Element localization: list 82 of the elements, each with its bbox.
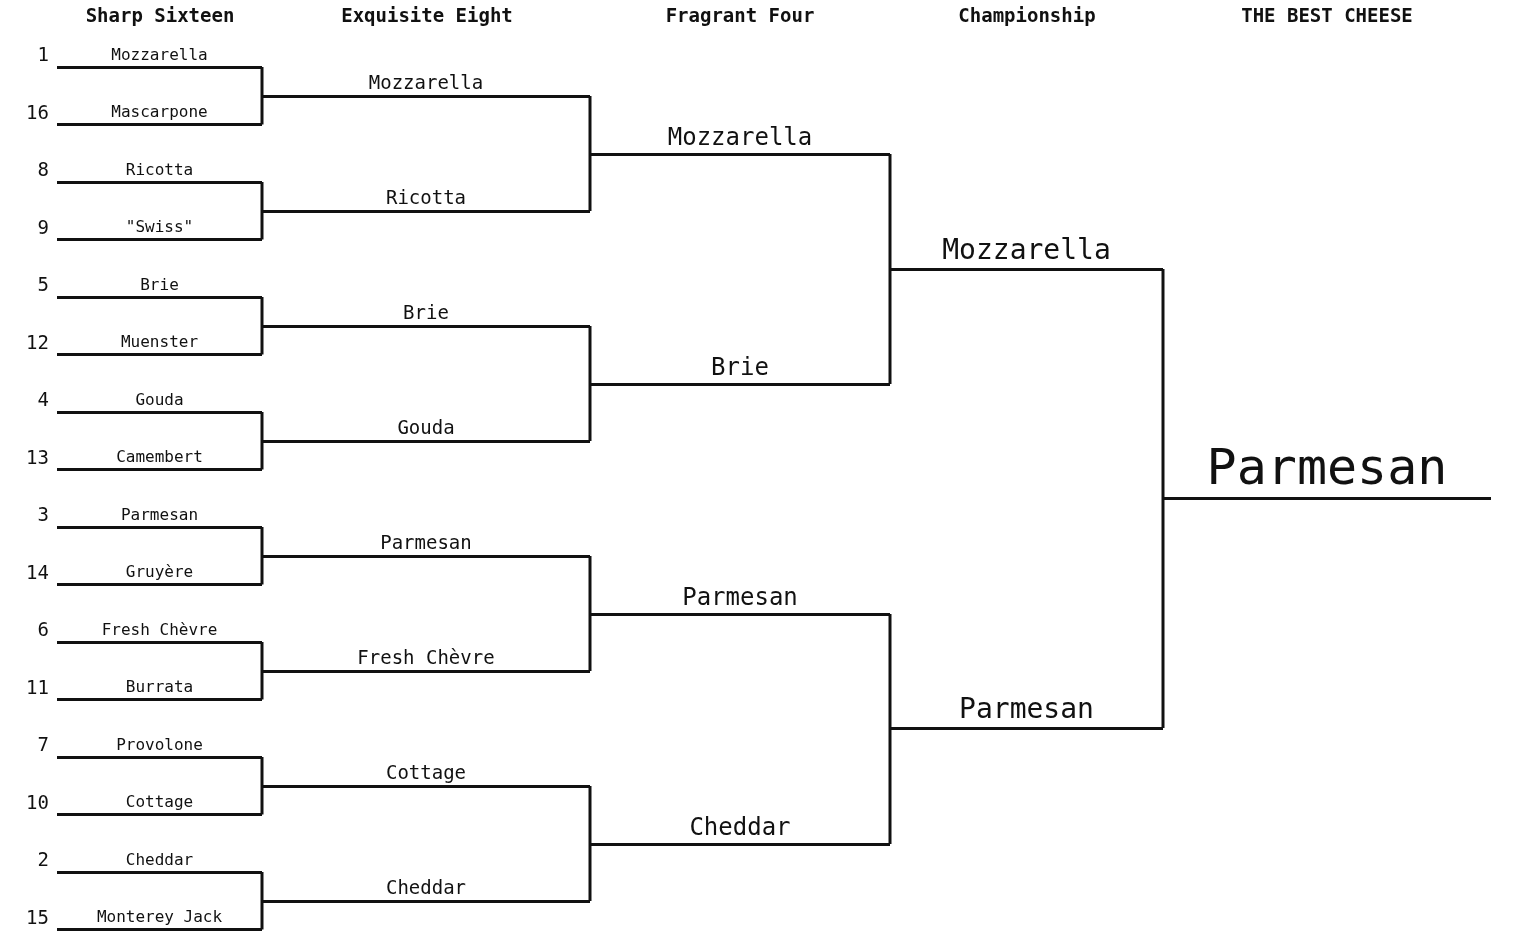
bracket-line: [260, 182, 264, 211]
bracket-slot: Mozzarella: [590, 113, 890, 156]
bracket-line: [588, 786, 592, 844]
bracket-slot: Monterey Jack: [57, 903, 262, 931]
bracket-line: [588, 556, 592, 614]
round-heading: Exquisite Eight: [340, 4, 514, 26]
bracket-line: [588, 96, 592, 154]
bracket-line: [260, 211, 264, 240]
seed-number: 5: [36, 273, 49, 295]
seed-number: 6: [36, 618, 49, 640]
bracket-slot: Gouda: [57, 385, 262, 414]
seed-number: 7: [36, 733, 49, 755]
seed-number: 16: [25, 100, 49, 123]
bracket-line: [588, 614, 592, 671]
bracket-slot: Mozzarella: [262, 65, 590, 98]
bracket-slot: Ricotta: [262, 180, 590, 213]
seed-number: 13: [25, 445, 49, 468]
bracket-line: [260, 326, 264, 355]
bracket-line: [260, 556, 264, 585]
round-heading: Championship: [957, 4, 1097, 26]
seed-number: 11: [25, 675, 49, 698]
bracket-line: [888, 614, 892, 728]
bracket-line: [260, 757, 264, 786]
bracket-line: [260, 527, 264, 556]
bracket-slot: Cheddar: [590, 803, 890, 846]
bracket-slot: Mozzarella: [57, 40, 262, 69]
bracket-line: [260, 671, 264, 700]
bracket-line: [888, 154, 892, 269]
bracket-slot: Camembert: [57, 443, 262, 471]
round-heading: THE BEST CHEESE: [1240, 4, 1414, 26]
bracket-slot: Brie: [590, 343, 890, 386]
bracket-slot: Mascarpone: [57, 98, 262, 126]
bracket-slot: Gruyère: [57, 558, 262, 586]
bracket-slot: Parmesan: [262, 525, 590, 558]
seed-number: 8: [36, 158, 49, 180]
round-heading: Fragrant Four: [664, 4, 816, 26]
bracket-line: [260, 297, 264, 326]
bracket-line: [588, 154, 592, 211]
bracket-line: [1161, 269, 1165, 498]
bracket-slot: Provolone: [57, 730, 262, 759]
bracket-slot: Parmesan: [590, 573, 890, 616]
bracket-slot: Ricotta: [57, 155, 262, 184]
bracket-line: [260, 96, 264, 125]
bracket-line: [260, 642, 264, 671]
seed-number: 4: [36, 388, 49, 410]
seed-number: 2: [36, 848, 49, 870]
bracket-slot: Burrata: [57, 673, 262, 701]
bracket-slot: Cottage: [262, 755, 590, 788]
seed-number: 12: [25, 330, 49, 353]
seed-number: 1: [36, 43, 49, 65]
bracket-line: [260, 786, 264, 815]
bracket-line: [1161, 498, 1165, 728]
bracket-slot: Mozzarella: [890, 218, 1163, 271]
bracket-slot: "Swiss": [57, 213, 262, 241]
bracket-slot: Parmesan: [1163, 415, 1491, 500]
seed-number: 10: [25, 790, 49, 813]
bracket-slot: Fresh Chèvre: [57, 615, 262, 644]
bracket-slot: Muenster: [57, 328, 262, 356]
bracket-line: [260, 901, 264, 930]
round-heading: Sharp Sixteen: [84, 4, 236, 26]
bracket-slot: Parmesan: [57, 500, 262, 529]
bracket-line: [588, 326, 592, 384]
bracket-slot: Cheddar: [262, 870, 590, 903]
bracket-slot: Cottage: [57, 788, 262, 816]
bracket-slot: Cheddar: [57, 845, 262, 874]
bracket-line: [588, 384, 592, 441]
bracket-line: [260, 872, 264, 901]
bracket-line: [588, 844, 592, 901]
seed-number: 9: [36, 215, 49, 238]
bracket-line: [888, 728, 892, 844]
bracket-line: [260, 441, 264, 470]
bracket-slot: Brie: [57, 270, 262, 299]
seed-number: 3: [36, 503, 49, 525]
bracket-line: [888, 269, 892, 384]
bracket-slot: Fresh Chèvre: [262, 640, 590, 673]
bracket-line: [260, 412, 264, 441]
seed-number: 14: [25, 560, 49, 583]
seed-number: 15: [25, 905, 49, 928]
bracket-slot: Brie: [262, 295, 590, 328]
bracket-slot: Parmesan: [890, 677, 1163, 730]
bracket-line: [260, 67, 264, 96]
bracket-slot: Gouda: [262, 410, 590, 443]
